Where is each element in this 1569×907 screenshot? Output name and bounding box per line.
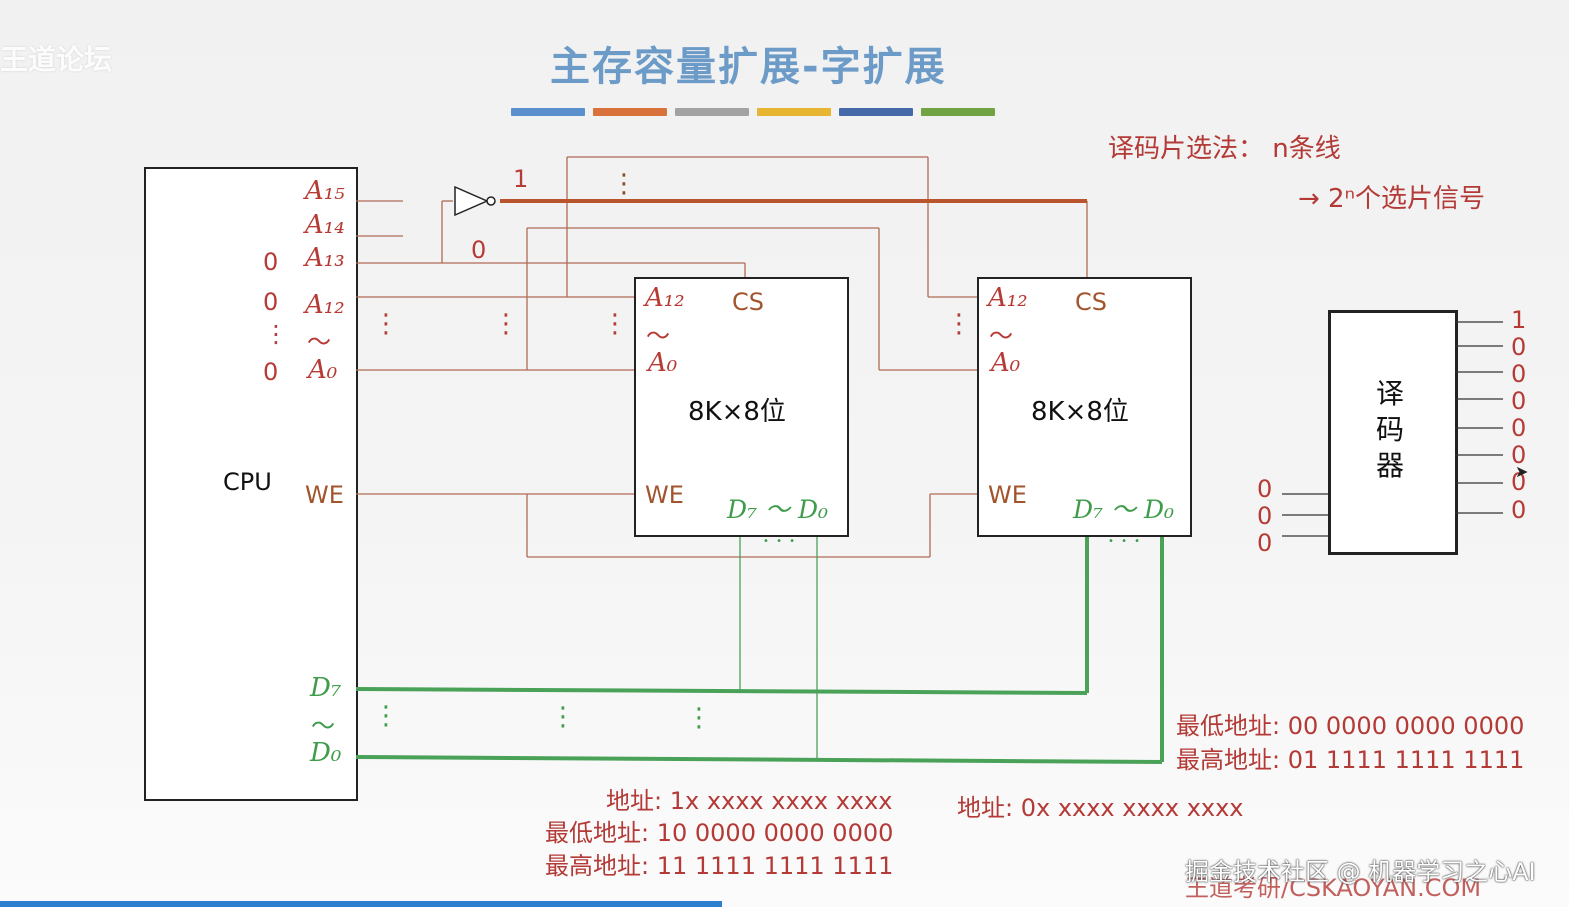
cpu-pin-a14: A₁₄ — [305, 210, 345, 240]
decoder-label: 译码器 — [1376, 377, 1405, 482]
chip1-box — [634, 277, 849, 537]
cpu-pin-d7: D₇ — [310, 673, 342, 703]
chip1-highest-address: 最高地址: 11 1111 1111 1111 — [545, 852, 894, 880]
chip1-pin-tilde: ～ — [646, 322, 670, 350]
decoder-output-3: 0 — [1511, 387, 1527, 415]
color-bar-2 — [593, 108, 667, 116]
data-hdots-2: • • • — [1108, 536, 1143, 547]
chip1-pin-a0: A₀ — [648, 348, 678, 378]
decoder-output-7: 0 — [1511, 496, 1527, 524]
chip1-pin-we: WE — [645, 481, 684, 509]
decoder-method-line1: 译码片选法： n条线 — [1108, 134, 1341, 164]
decoder-output-5: 0 — [1511, 441, 1527, 469]
cpu-pin-tilde: ～ — [307, 328, 331, 356]
watermark-bottom: 掘金技术社区 @ 机器学习之心AI — [1185, 858, 1536, 886]
decoder-output-0: 1 — [1511, 306, 1527, 334]
chip2-lowest-address: 最低地址: 00 0000 0000 0000 — [1176, 712, 1525, 740]
color-bar-5 — [839, 108, 913, 116]
color-bar-1 — [511, 108, 585, 116]
chip2-highest-address: 最高地址: 01 1111 1111 1111 — [1176, 746, 1525, 774]
cpu-value-a12: 0 — [263, 288, 279, 316]
cpu-pin-d0: D₀ — [310, 738, 342, 768]
chip1-lowest-address: 最低地址: 10 0000 0000 0000 — [545, 819, 894, 847]
chip2-pin-cs: CS — [1075, 288, 1107, 316]
cpu-value-a0: 0 — [263, 358, 279, 386]
cpu-pin-a15: A₁₅ — [305, 176, 345, 206]
decoder-output-4: 0 — [1511, 414, 1527, 442]
color-bar-3 — [675, 108, 749, 116]
watermark-top-left: 王道论坛 — [0, 43, 113, 76]
chip2-box — [977, 277, 1192, 537]
data-dots-2: ⋮ — [550, 702, 576, 732]
decoder-input-0: 0 — [1257, 475, 1273, 503]
decoder-output-2: 0 — [1511, 360, 1527, 388]
chip2-pin-a0: A₀ — [991, 348, 1021, 378]
chip1-pin-a12: A₁₂ — [645, 283, 685, 313]
cpu-pin-a12: A₁₂ — [305, 290, 345, 320]
video-progress-bar[interactable] — [0, 901, 722, 907]
cpu-value-dots: ⋮ — [264, 320, 288, 348]
cpu-pin-a0: A₀ — [308, 355, 338, 385]
chip2-pin-data: D₇ ～ D₀ — [1073, 495, 1175, 524]
inverter-output-value: 1 — [513, 165, 529, 193]
cpu-pin-a13: A₁₃ — [305, 243, 345, 273]
cpu-label: CPU — [223, 468, 272, 496]
color-bar-6 — [921, 108, 995, 116]
bus-dots-top: ⋮ — [611, 169, 637, 199]
color-bars — [511, 108, 995, 116]
data-dots-3: ⋮ — [686, 703, 712, 733]
chip1-size-label: 8K×8位 — [688, 397, 786, 427]
chip2-address-pattern: 地址: 0x xxxx xxxx xxxx — [957, 794, 1244, 822]
bus-dots-4: ⋮ — [946, 309, 972, 339]
data-dots-1: ⋮ — [373, 701, 399, 731]
mouse-cursor-icon: ➤ — [1515, 462, 1529, 481]
chip2-pin-tilde: ～ — [989, 322, 1013, 350]
cpu-pin-tilde2: ～ — [311, 712, 335, 740]
decoder-input-1: 0 — [1257, 502, 1273, 530]
chip2-size-label: 8K×8位 — [1031, 397, 1129, 427]
bus-dots-2: ⋮ — [493, 309, 519, 339]
chip1-pin-cs: CS — [732, 288, 764, 316]
data-hdots-1: • • • — [763, 536, 798, 547]
decoder-output-6: 0 — [1511, 468, 1527, 496]
watermark-bottom-site: 王道考研/CSKAOYAN.COM — [1185, 874, 1482, 902]
color-bar-4 — [757, 108, 831, 116]
cpu-box — [144, 167, 358, 801]
chip1-address-pattern: 地址: 1x xxxx xxxx xxxx — [606, 787, 893, 815]
chip1-pin-data: D₇ ～ D₀ — [727, 495, 829, 524]
bus-dots-3: ⋮ — [602, 309, 628, 339]
chip2-pin-we: WE — [988, 481, 1027, 509]
decoder-output-1: 0 — [1511, 333, 1527, 361]
decoder-method-line2: → 2ⁿ个选片信号 — [1298, 184, 1485, 214]
inverter-input-value: 0 — [471, 236, 487, 264]
bus-dots-1: ⋮ — [373, 309, 399, 339]
chip2-pin-a12: A₁₂ — [988, 283, 1028, 313]
cpu-value-a13: 0 — [263, 248, 279, 276]
decoder-box — [1328, 310, 1458, 555]
page-title: 主存容量扩展-字扩展 — [550, 44, 947, 90]
cpu-pin-we: WE — [305, 481, 344, 509]
decoder-input-2: 0 — [1257, 529, 1273, 557]
